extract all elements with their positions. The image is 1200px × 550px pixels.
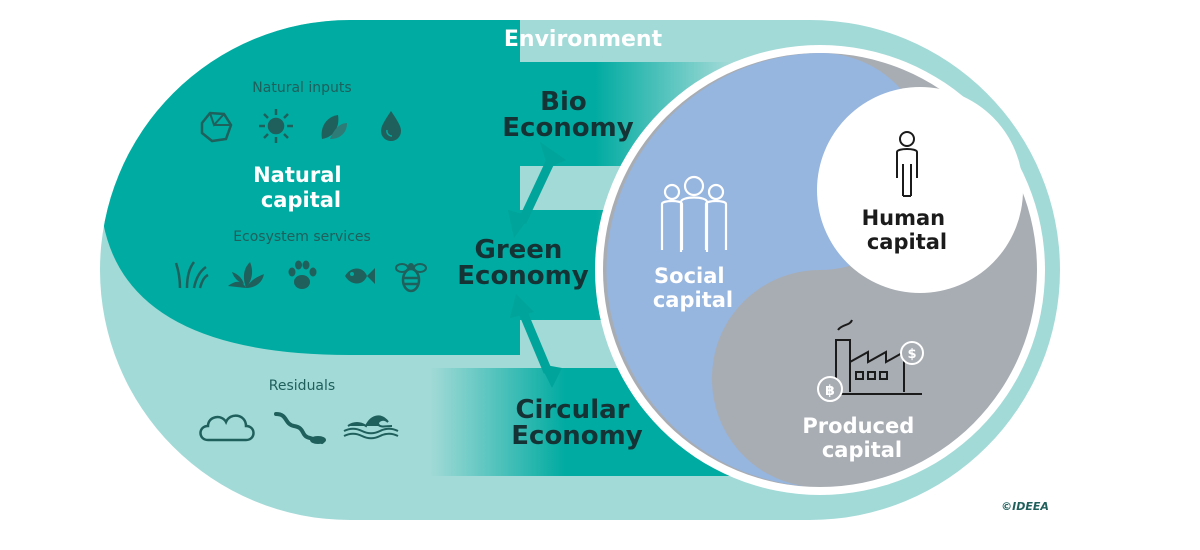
rock-icon [200, 111, 233, 143]
river-icon [274, 412, 326, 444]
social-capital-label: Social capital [653, 264, 733, 312]
circular-economy-label: Circular Economy [511, 395, 642, 451]
fish-icon [345, 268, 375, 284]
paw-icon [288, 260, 317, 289]
ecosystem-services-label: Ecosystem services [233, 229, 371, 245]
human-capital-area [817, 87, 1023, 293]
water-drop-icon [381, 111, 401, 141]
plant-icon [228, 262, 264, 288]
natural-inputs-label: Natural inputs [252, 80, 351, 96]
person-icon [896, 131, 918, 197]
cloud-icon [199, 414, 255, 442]
bitcoin-coin-icon: ฿ [817, 376, 843, 402]
environment-label: Environment [504, 27, 663, 52]
copyright-label: ©IDEEA [1001, 500, 1049, 513]
grass-icon [174, 261, 209, 289]
human-capital-label: Human capital [862, 206, 953, 254]
green-economy-label: Green Economy [457, 235, 588, 291]
dollar-coin-icon: $ [900, 341, 924, 365]
sun-icon [259, 109, 293, 143]
produced-capital-label: Produced capital [802, 414, 921, 462]
natural-capital-title: Natural capital [253, 163, 349, 212]
bio-green-arrow [508, 142, 566, 238]
wave-icon [343, 415, 399, 440]
residuals-label: Residuals [269, 378, 335, 394]
svg-text:$: $ [907, 347, 916, 362]
green-circular-arrow [510, 294, 562, 388]
bee-icon [395, 263, 427, 293]
people-icon [660, 175, 728, 252]
leaves-icon [321, 115, 347, 139]
bio-economy-label: Bio Economy [502, 87, 633, 143]
svg-text:฿: ฿ [825, 383, 835, 399]
